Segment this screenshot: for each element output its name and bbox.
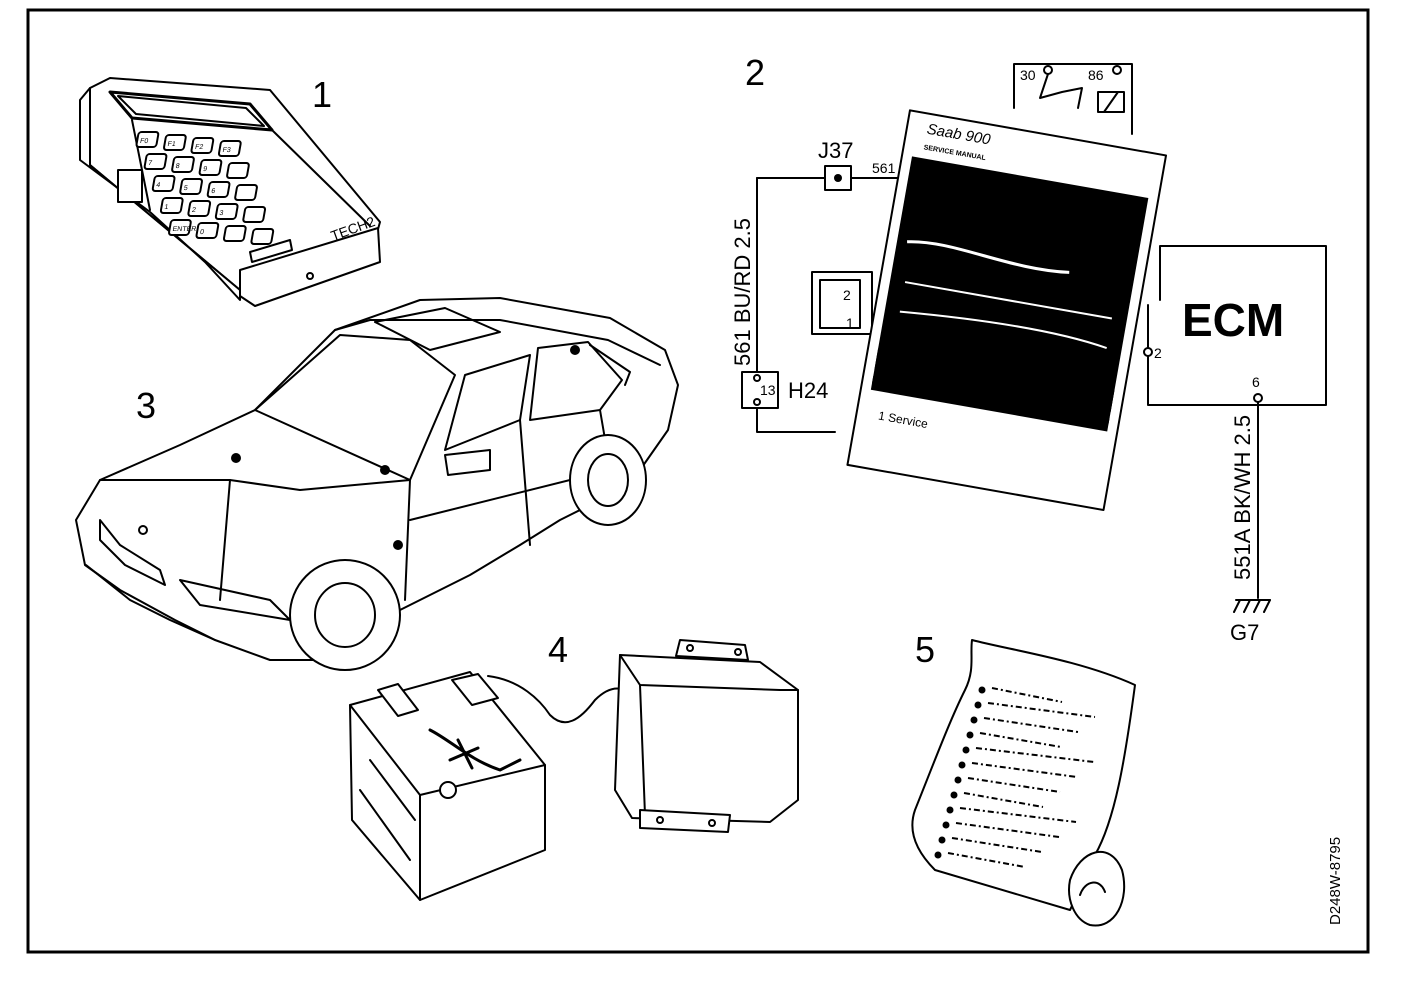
checklist-bullet <box>934 851 942 859</box>
ground-symbol <box>1233 599 1271 613</box>
tech2-key <box>242 206 267 223</box>
tech2-key-label: 2 <box>191 207 196 214</box>
tech2-key-label: 9 <box>202 166 207 173</box>
callout-2: 2 <box>745 52 765 93</box>
tech2-key <box>234 184 258 201</box>
tech2-key <box>190 137 215 154</box>
checklist-bullet <box>958 761 966 769</box>
tech2-key <box>187 200 212 217</box>
checklist-line <box>991 687 1063 703</box>
checklist-line <box>947 852 1026 868</box>
checklist-bullet <box>974 701 982 709</box>
tech2-key <box>217 140 242 157</box>
tech2-key-label: 7 <box>148 160 153 167</box>
checklist-bullet <box>966 731 974 739</box>
tech2-key <box>168 219 192 236</box>
tech2-key <box>135 131 160 148</box>
tech2-key-label: F1 <box>167 141 176 148</box>
figure-border <box>26 8 1370 954</box>
tech2-key <box>195 222 220 239</box>
checklist-bullet <box>970 716 978 724</box>
checklist-bullet <box>978 686 986 694</box>
wiring-diagram: J37 561 13 H24 561 BU/RD 2.5 30 86 2 1 2… <box>730 63 1327 645</box>
checklist-bullet <box>946 806 954 814</box>
connector-label: H24 <box>788 378 828 403</box>
tech2-key <box>226 162 250 179</box>
checklist-line <box>971 762 1078 778</box>
callout-1: 1 <box>312 74 332 115</box>
wire-left-label: 561 BU/RD 2.5 <box>730 218 755 366</box>
checklist-line <box>975 747 1095 763</box>
connector-pin: 13 <box>760 382 776 398</box>
checklist-line <box>967 777 1061 793</box>
ecm-pin-2: 2 <box>1154 345 1162 361</box>
callout-5: 5 <box>915 629 935 670</box>
battery <box>349 671 546 901</box>
ground-label: G7 <box>1230 620 1259 645</box>
tech2-key-label: F0 <box>139 138 148 145</box>
checklist-line <box>951 837 1043 853</box>
ecm-box <box>1147 245 1327 406</box>
tech2-key-label: 3 <box>219 210 224 217</box>
checklist-line <box>955 822 1060 838</box>
tech2-key-label: F3 <box>222 147 231 154</box>
checklist-line <box>963 792 1044 808</box>
car-illustration <box>75 297 679 671</box>
checklist-bullet <box>962 746 970 754</box>
wire-right-label: 551A BK/WH 2.5 <box>1230 415 1255 580</box>
service-manual: Saab 900 SERVICE MANUAL 1 Service <box>846 109 1168 511</box>
tech2-key-label: ENTER <box>172 226 197 233</box>
tech2-key <box>159 197 184 214</box>
relay-pin-30: 30 <box>1020 67 1036 83</box>
tech2-key <box>250 228 275 245</box>
checklist-bullet <box>938 836 946 844</box>
tech2-key-label: 5 <box>183 185 188 192</box>
tech2-key-label: 4 <box>156 182 161 189</box>
tech2-key <box>151 175 176 192</box>
splice-wire-label: 561 <box>872 160 896 176</box>
tech2-key <box>214 203 239 220</box>
tech2-key-label: 0 <box>199 229 204 236</box>
checklist-scroll <box>911 639 1136 927</box>
checklist-bullet <box>942 821 950 829</box>
ecm-label: ECM <box>1182 294 1284 346</box>
relay-pin-86: 86 <box>1088 67 1104 83</box>
checklist-bullet <box>950 791 958 799</box>
tech2-key <box>198 159 223 176</box>
checklist-line <box>983 717 1079 733</box>
checklist-line <box>959 807 1077 823</box>
figure-id: D248W-8795 <box>1327 837 1344 925</box>
checklist-bullet <box>954 776 962 784</box>
tech2-key <box>206 181 231 198</box>
relay-small-pin-1: 1 <box>846 315 854 331</box>
relay-small-pin-2: 2 <box>843 287 851 303</box>
tech2-key <box>143 153 168 170</box>
checklist-line <box>987 702 1096 718</box>
battery-cable <box>487 675 626 724</box>
tech2-key-label: F2 <box>194 144 203 151</box>
tech2-key <box>222 225 247 242</box>
control-module <box>614 639 799 833</box>
callout-4: 4 <box>548 629 568 670</box>
callout-3: 3 <box>136 385 156 426</box>
tech2-key <box>179 178 203 195</box>
tech2-key-label: 8 <box>175 163 180 170</box>
splice-label: J37 <box>818 138 853 163</box>
tech2-key <box>163 134 187 151</box>
tech2-key-label: 1 <box>164 204 169 211</box>
tech2-key-label: 6 <box>211 188 216 195</box>
tech2-key <box>171 156 195 173</box>
ecm-pin-6: 6 <box>1252 374 1260 390</box>
